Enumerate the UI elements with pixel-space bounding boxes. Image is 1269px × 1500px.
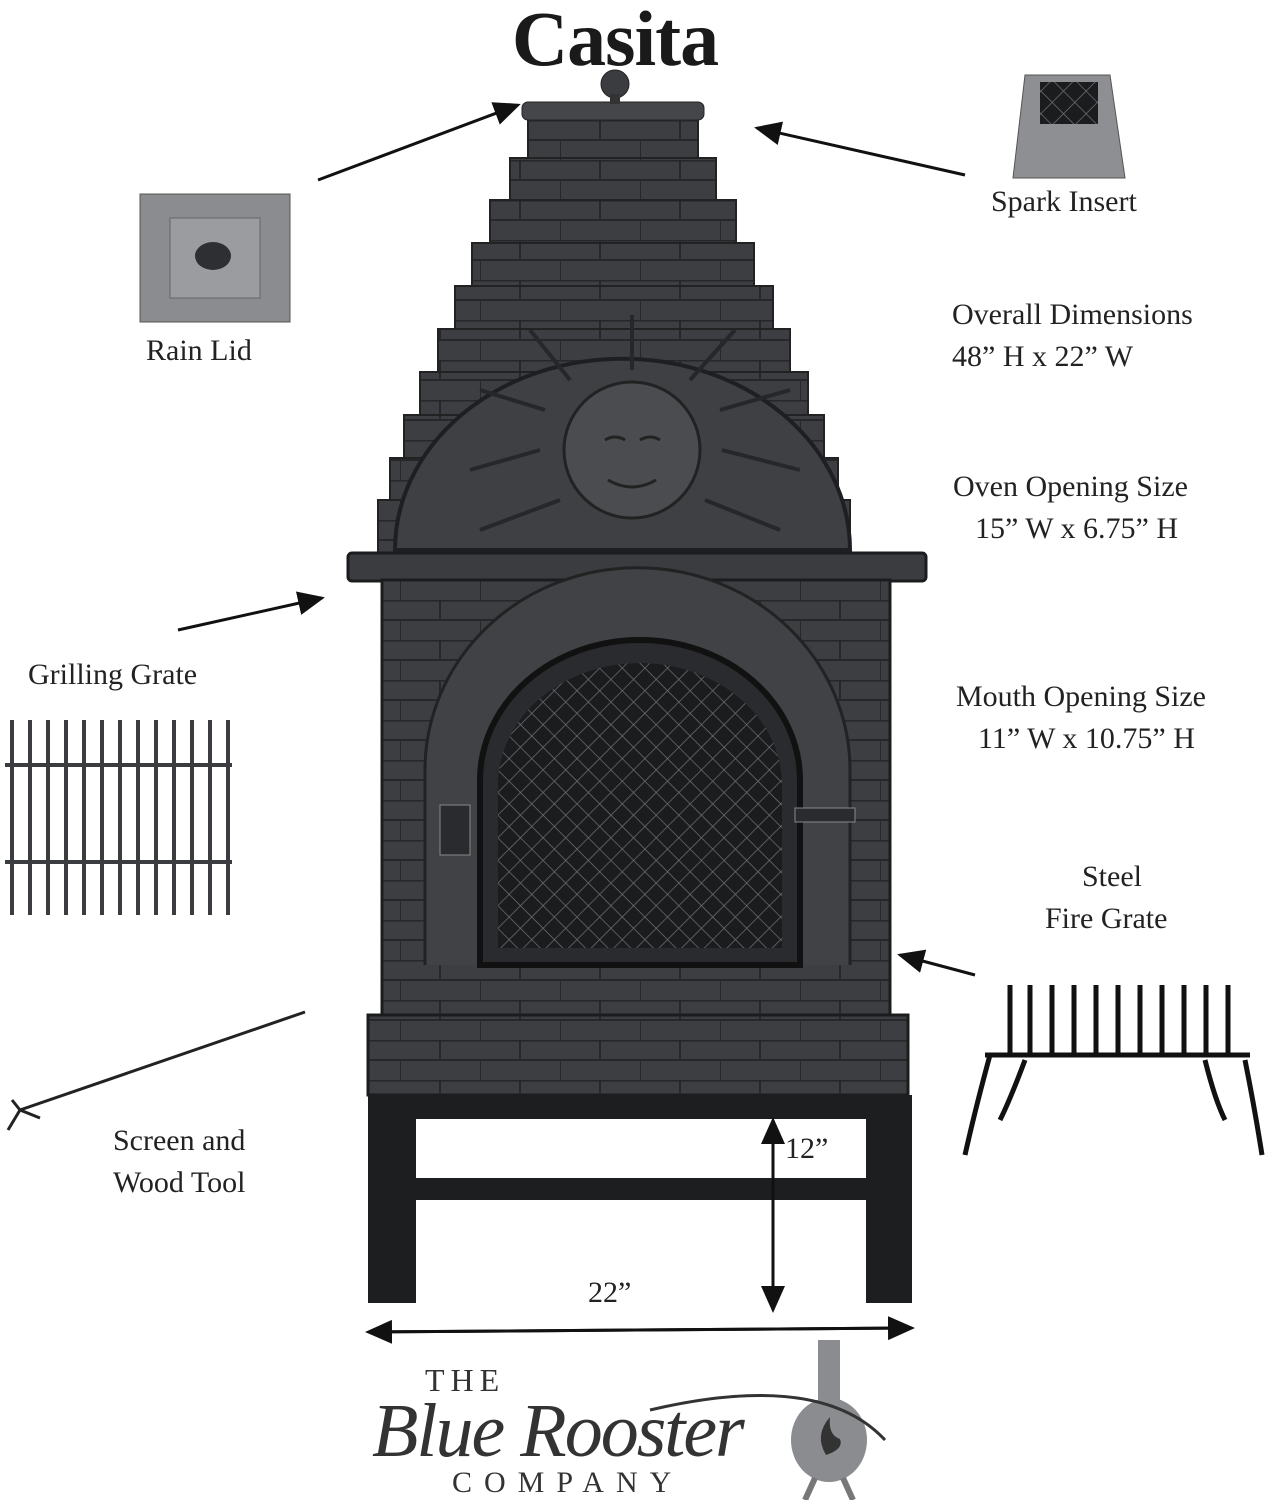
logo-company: COMPANY (452, 1466, 684, 1499)
grilling-grate-image (5, 720, 232, 915)
rain-lid-image (139, 193, 291, 323)
logo-name: Blue Rooster (372, 1389, 745, 1473)
door-hinge (439, 804, 471, 856)
width-dimension: 22” (588, 1276, 632, 1309)
oven-opening-label: Oven Opening Size (953, 470, 1188, 503)
logo-the: THE (425, 1362, 506, 1398)
logo-chiminea-icon (791, 1340, 867, 1500)
wood-tool-image (6, 1010, 306, 1131)
fire-grate-image (962, 985, 1265, 1156)
fire-grate-label-line1: Steel (1082, 860, 1142, 893)
rain-lid-label: Rain Lid (146, 334, 252, 367)
screen-tool-label-line1: Screen and (113, 1124, 246, 1157)
grilling-grate-label: Grilling Grate (28, 658, 198, 691)
oven-opening-value: 15” W x 6.75” H (975, 512, 1179, 545)
spark-insert-image (1012, 74, 1126, 179)
dimension-lines (365, 1117, 915, 1344)
door-latch[interactable] (794, 807, 856, 823)
callout-arrows (177, 102, 976, 977)
mouth-opening-value: 11” W x 10.75” H (978, 722, 1195, 755)
stand (368, 1095, 912, 1303)
page-title: Casita (511, 0, 719, 82)
logo-swoosh (649, 1393, 887, 1442)
stand-height-dimension: 12” (785, 1132, 829, 1165)
spark-insert-label: Spark Insert (991, 185, 1137, 218)
overall-dimensions-value: 48” H x 22” W (952, 340, 1134, 373)
sun-panel (392, 315, 853, 552)
fire-grate-label-line2: Fire Grate (1045, 902, 1168, 935)
mesh-door[interactable] (477, 637, 803, 968)
overall-dimensions-label: Overall Dimensions (952, 298, 1193, 331)
mouth-opening-label: Mouth Opening Size (956, 680, 1206, 713)
base-platform (366, 1013, 910, 1097)
screen-tool-label-line2: Wood Tool (113, 1166, 246, 1199)
rain-lid-on-top (521, 69, 705, 121)
